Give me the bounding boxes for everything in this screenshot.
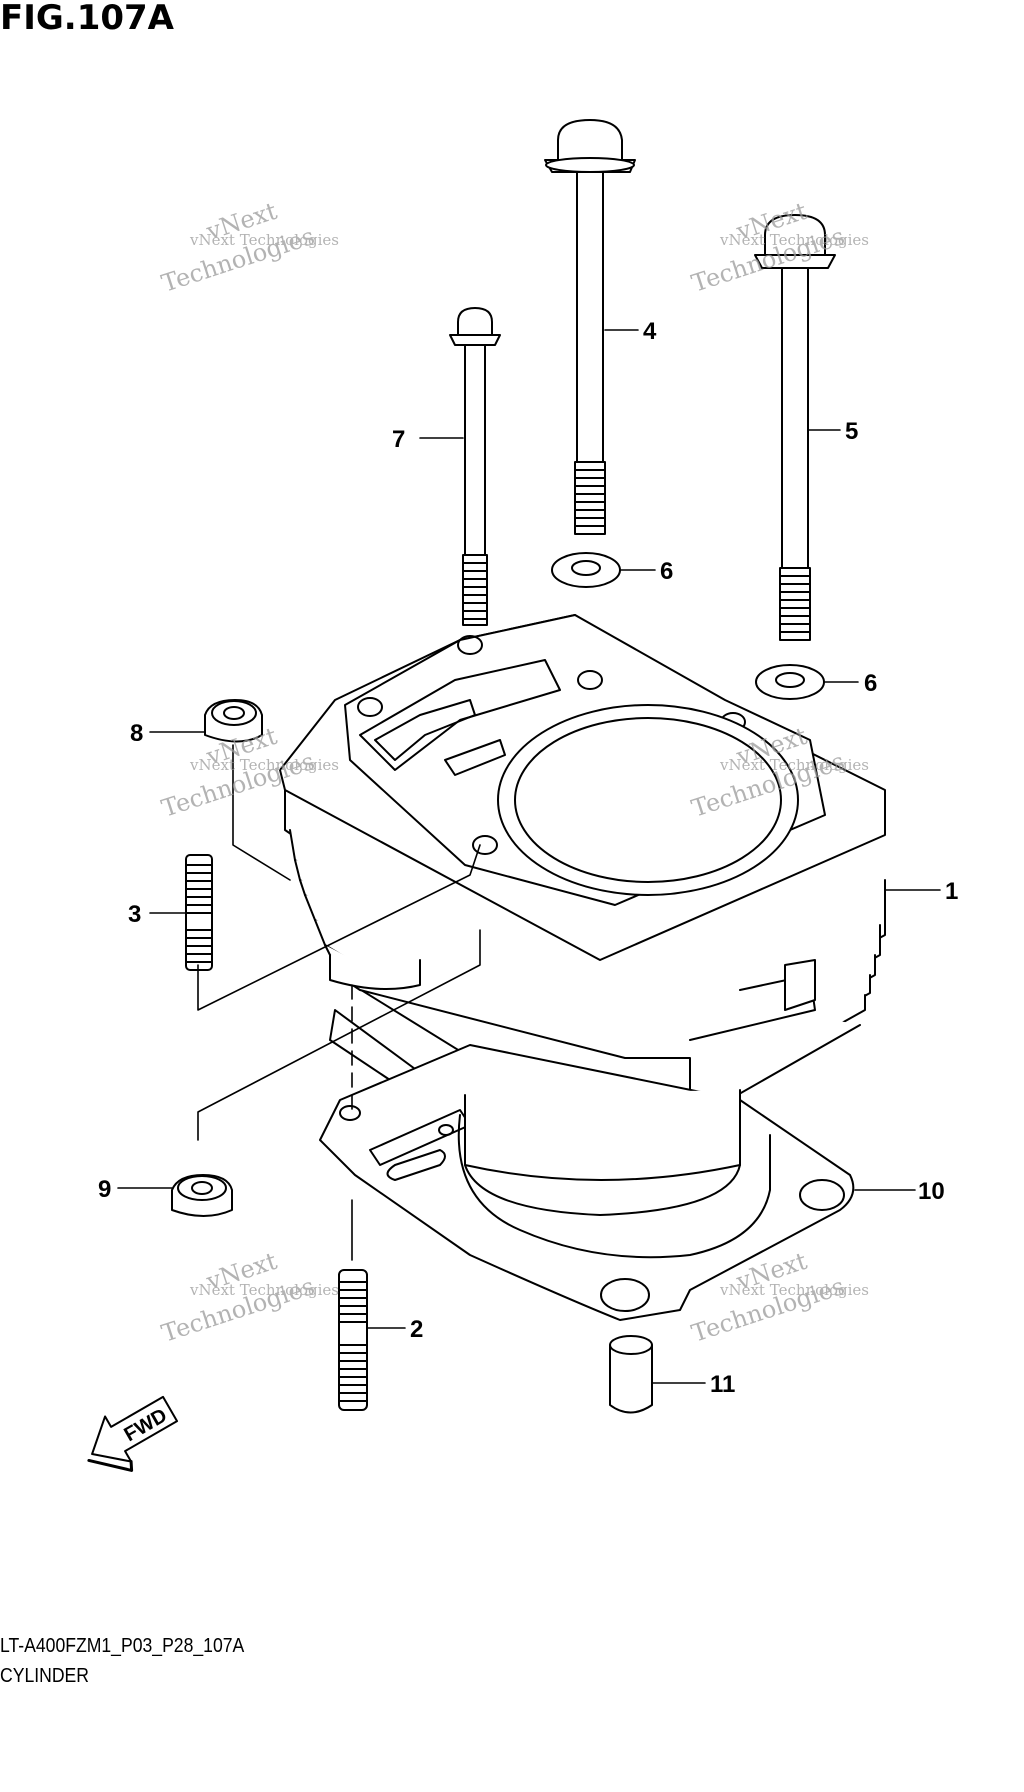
diagram-code: LT-A400FZM1_P03_P28_107A — [0, 1635, 245, 1657]
svg-text:vNext Technologies: vNext Technologies — [189, 756, 339, 774]
assembly-lines — [197, 744, 481, 1261]
callout-4: 4 — [643, 318, 657, 345]
callout-6b: 6 — [864, 670, 877, 697]
callout-11: 11 — [710, 1371, 735, 1398]
bolt-7 — [449, 307, 501, 626]
watermark-bottom-left: vNext vNext Technologies Technologies — [158, 1247, 339, 1348]
svg-text:vNext Technologies: vNext Technologies — [189, 1281, 339, 1299]
svg-text:vNext Technologies: vNext Technologies — [719, 231, 869, 249]
callout-7: 7 — [392, 426, 405, 453]
callout-2: 2 — [410, 1316, 423, 1343]
washer-6-lower — [755, 664, 825, 700]
watermark-top-left: vNext vNext Technologies Technologies — [158, 197, 339, 298]
figure-title: FIG.107A — [0, 0, 174, 38]
diagram-name: CYLINDER — [0, 1665, 90, 1687]
callout-9: 9 — [98, 1176, 111, 1203]
nut-8 — [204, 699, 263, 743]
watermark-top-right: vNext vNext Technologies Technologies — [688, 197, 869, 298]
callout-3: 3 — [128, 901, 141, 928]
svg-text:vNext Technologies: vNext Technologies — [719, 1281, 869, 1299]
callout-5: 5 — [845, 418, 858, 445]
washer-6-upper — [551, 552, 621, 588]
cylinder-bore — [497, 704, 799, 896]
svg-text:vNext Technologies: vNext Technologies — [189, 231, 339, 249]
callout-6a: 6 — [660, 558, 673, 585]
dowel-pin-11 — [609, 1335, 653, 1414]
bolt-5 — [754, 214, 836, 641]
callout-leaders — [117, 329, 941, 1384]
svg-text:vNext Technologies: vNext Technologies — [719, 756, 869, 774]
stud-3 — [185, 854, 213, 971]
callout-10: 10 — [918, 1178, 945, 1205]
callout-1: 1 — [945, 878, 958, 905]
stud-2 — [338, 1269, 368, 1411]
nut-9 — [171, 1174, 233, 1217]
fwd-arrow: FWD — [87, 1395, 179, 1472]
bolt-4 — [544, 119, 636, 535]
callout-8: 8 — [130, 720, 143, 747]
